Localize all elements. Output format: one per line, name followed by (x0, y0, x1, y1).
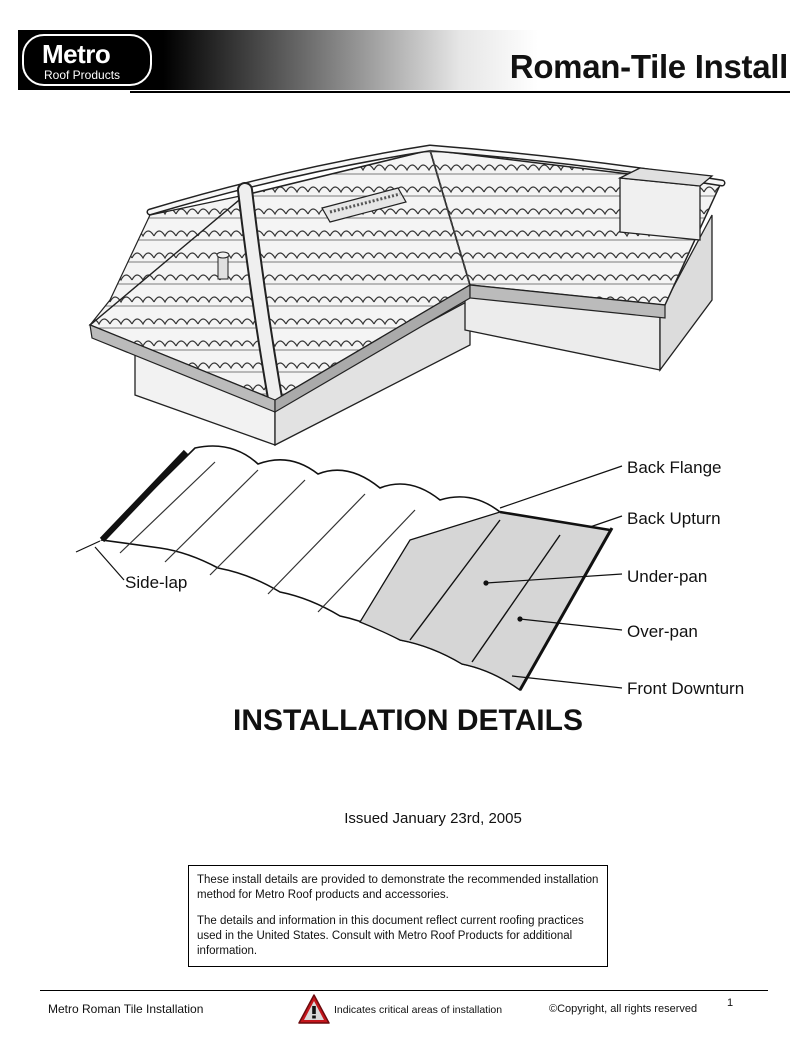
installation-details-heading: INSTALLATION DETAILS (233, 704, 583, 737)
notice-paragraph-1: These install details are provided to de… (197, 874, 599, 901)
footer-copyright: ©Copyright, all rights reserved (549, 1003, 698, 1015)
notice-box: These install details are provided to de… (188, 865, 608, 967)
page-number: 1 (727, 997, 734, 1009)
callout-back-flange: Back Flange (627, 458, 722, 477)
callout-under-pan: Under-pan (627, 567, 708, 586)
metro-logo: Metro Roof Products (22, 34, 152, 86)
logo-brand: Metro (42, 39, 111, 69)
logo-subtitle: Roof Products (44, 68, 121, 82)
page-title: Roman-Tile Install (509, 48, 789, 85)
tile-panel (99, 445, 614, 692)
footer-document-title: Metro Roman Tile Installation (48, 1002, 204, 1016)
roof-planes (88, 144, 726, 414)
footer-warning-text: Indicates critical areas of installation (334, 1004, 503, 1016)
callout-over-pan: Over-pan (627, 622, 698, 641)
roof-illustration (75, 144, 726, 692)
header-rule (130, 91, 790, 93)
footer-rule (40, 990, 768, 991)
callout-back-upturn: Back Upturn (627, 509, 721, 528)
issued-date: Issued January 23rd, 2005 (344, 810, 522, 827)
warning-triangle-icon (298, 994, 330, 1024)
callout-front-downturn: Front Downturn (627, 679, 745, 698)
notice-paragraph-2: The details and information in this docu… (197, 915, 584, 957)
callout-leaders (75, 465, 623, 689)
callout-side-lap: Side-lap (125, 573, 188, 592)
header: Metro Roof Products Roman-Tile Install (18, 30, 790, 90)
